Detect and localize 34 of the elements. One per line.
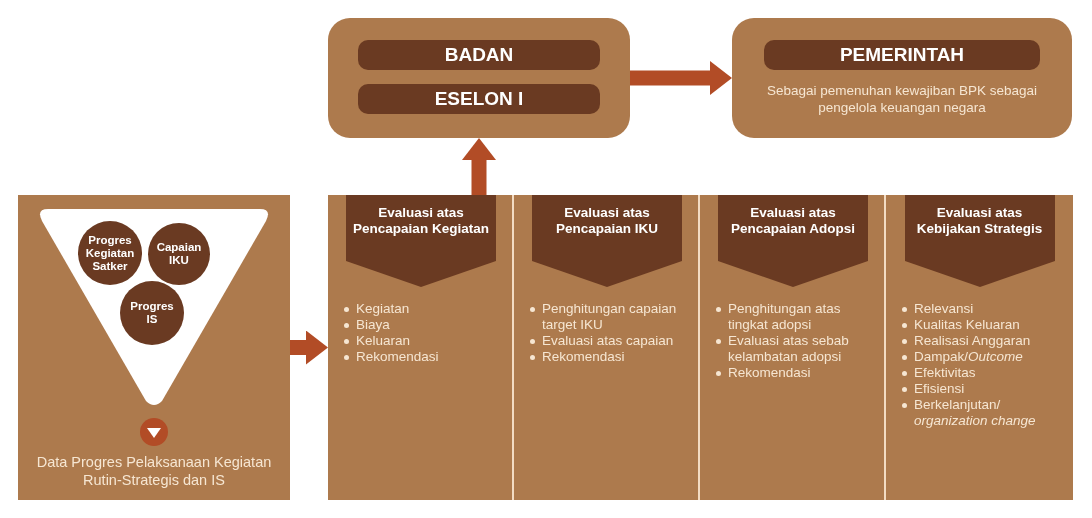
bullet-item: Penghitungan atas tingkat adopsi bbox=[714, 301, 876, 333]
rounded-box bbox=[732, 18, 1072, 138]
bullet-item: Rekomendasi bbox=[342, 349, 504, 365]
bullet-item: Realisasi Anggaran bbox=[900, 333, 1065, 349]
bullet-item: Berkelanjutan/ organization change bbox=[900, 397, 1065, 429]
bullet-item: Efisiensi bbox=[900, 381, 1065, 397]
label-bar: PEMERINTAH bbox=[764, 40, 1040, 70]
column-heading: Evaluasi atas Pencapaian IKU bbox=[554, 205, 659, 237]
bullet-item: Biaya bbox=[342, 317, 504, 333]
arrow bbox=[462, 138, 496, 195]
description-text: Sebagai pemenuhan kewajiban BPK sebagai pengelola keuangan negara bbox=[765, 82, 1039, 116]
evaluation-column bbox=[328, 195, 514, 500]
bullet-item: Efektivitas bbox=[900, 365, 1065, 381]
column-heading: Evaluasi atas Kebijakan Strategis bbox=[915, 205, 1044, 237]
bullet-item: Dampak/Outcome bbox=[900, 349, 1065, 365]
arrow bbox=[290, 330, 328, 365]
arrow bbox=[630, 61, 732, 95]
column-heading: Evaluasi atas Pencapaian Adopsi bbox=[730, 205, 856, 237]
bullet-item: Rekomendasi bbox=[528, 349, 690, 365]
column-heading: Evaluasi atas Pencapaian Kegiatan bbox=[352, 205, 490, 237]
bullet-item: Kualitas Keluaran bbox=[900, 317, 1065, 333]
bullet-item: Relevansi bbox=[900, 301, 1065, 317]
bullet-item: Evaluasi atas sebab kelambatan adopsi bbox=[714, 333, 876, 365]
rounded-box bbox=[328, 18, 630, 138]
bullet-item: Penghitungan capaian target IKU bbox=[528, 301, 690, 333]
panel-caption: Data Progres Pelaksanaan Kegiatan Rutin-Strategis dan IS bbox=[35, 453, 273, 489]
evaluation-panel bbox=[328, 195, 1073, 500]
bullet-item: Rekomendasi bbox=[714, 365, 876, 381]
bullet-item: Keluaran bbox=[342, 333, 504, 349]
bullet-item: Evaluasi atas capaian bbox=[528, 333, 690, 349]
label-bar: BADAN bbox=[358, 40, 600, 70]
input-panel bbox=[18, 195, 290, 500]
bullet-item: Kegiatan bbox=[342, 301, 504, 317]
label-bar: ESELON I bbox=[358, 84, 600, 114]
